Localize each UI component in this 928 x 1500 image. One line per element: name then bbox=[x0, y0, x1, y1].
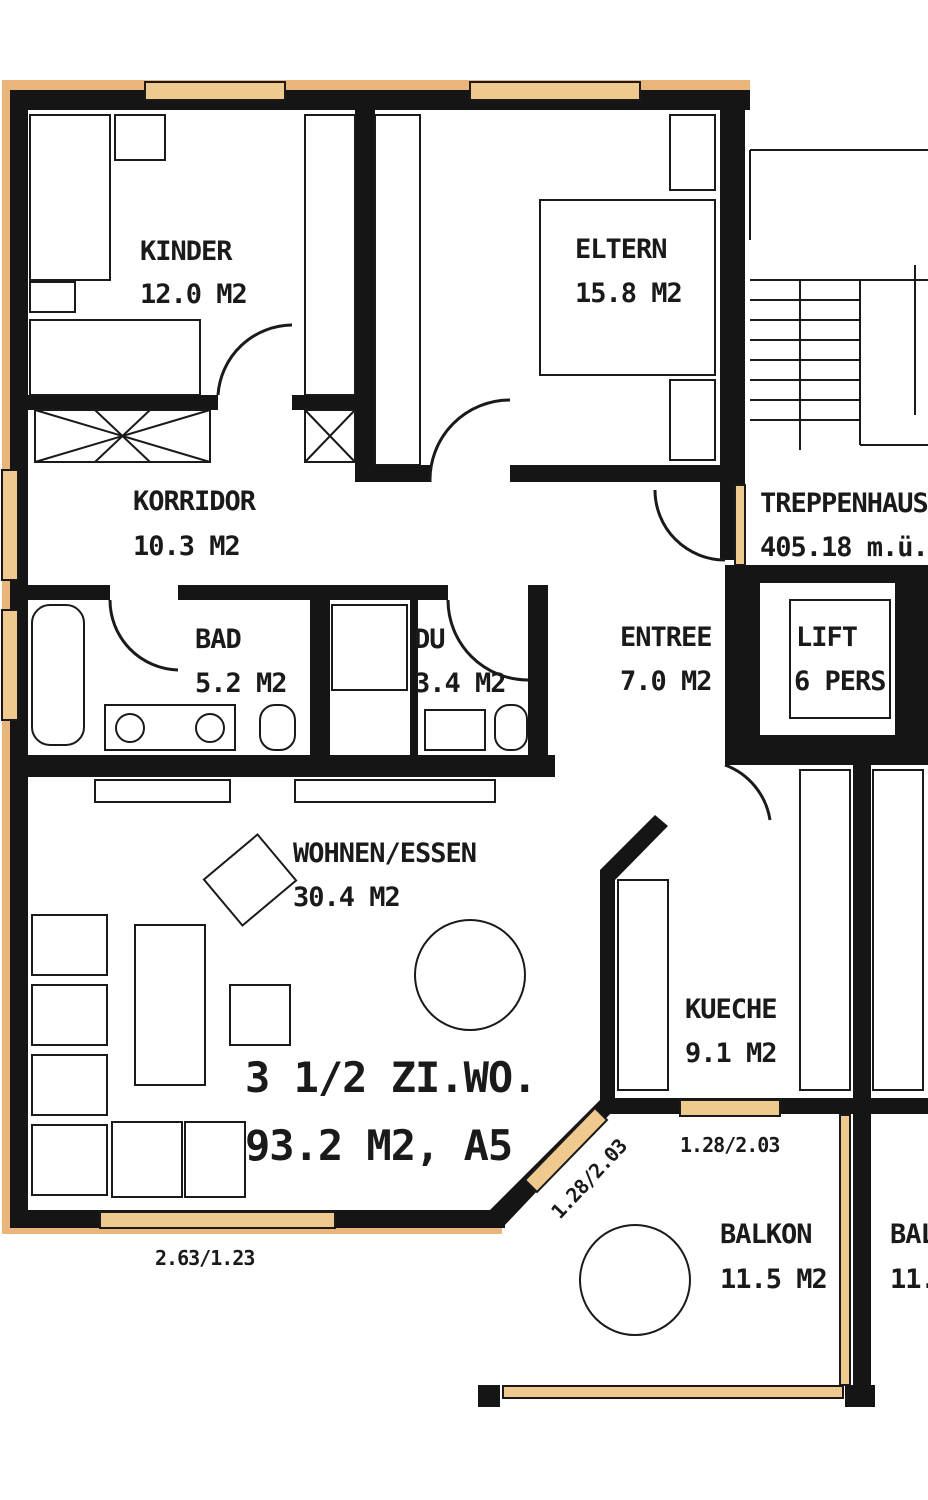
room-area: 3.4 M2 bbox=[414, 668, 506, 699]
room-korridor: KORRIDOR 10.3 M2 bbox=[133, 486, 258, 562]
lift-label: LIFT bbox=[796, 622, 858, 653]
lift: LIFT 6 PERS bbox=[794, 622, 887, 697]
room-name: BALKON bbox=[720, 1219, 812, 1250]
windows bbox=[1, 81, 851, 1399]
room-kinder: KINDER 12.0 M2 bbox=[140, 236, 248, 310]
window-dimension-living: 2.63/1.23 bbox=[155, 1246, 254, 1270]
room-du: DU 3.4 M2 bbox=[414, 624, 507, 699]
room-bad: BAD 5.2 M2 bbox=[195, 624, 288, 699]
apartment-summary: 3 1/2 ZI.WO. 93.2 M2, A5 bbox=[245, 1053, 537, 1170]
room-name: TREPPENHAUS bbox=[760, 488, 928, 519]
room-area: 7.0 M2 bbox=[620, 666, 712, 697]
room-name: ELTERN bbox=[575, 234, 667, 265]
room-area: 5.2 M2 bbox=[195, 668, 287, 699]
room-name: KINDER bbox=[140, 236, 233, 267]
window-dimension-kitchen: 1.28/2.03 bbox=[680, 1133, 779, 1157]
room-area: 10.3 M2 bbox=[133, 531, 240, 562]
room-wohnen-essen: WOHNEN/ESSEN 30.4 M2 bbox=[293, 838, 477, 913]
walls bbox=[10, 90, 928, 1407]
room-name: KORRIDOR bbox=[133, 486, 257, 517]
room-treppenhaus: TREPPENHAUS 405.18 m.ü. bbox=[760, 488, 928, 563]
room-area: 9.1 M2 bbox=[685, 1038, 777, 1069]
room-name: KUECHE bbox=[685, 994, 777, 1025]
room-kueche: KUECHE 9.1 M2 bbox=[685, 994, 778, 1069]
apartment-area: 93.2 M2, A5 bbox=[245, 1121, 512, 1170]
room-area: 15.8 M2 bbox=[575, 278, 682, 309]
room-entree: ENTREE 7.0 M2 bbox=[620, 622, 713, 697]
room-name: BAL bbox=[890, 1219, 928, 1250]
room-eltern: ELTERN 15.8 M2 bbox=[575, 234, 683, 309]
fixtures bbox=[29, 114, 928, 1336]
room-area: 11. bbox=[890, 1264, 928, 1295]
room-elevation: 405.18 m.ü. bbox=[760, 532, 928, 563]
room-name: WOHNEN/ESSEN bbox=[293, 838, 476, 869]
room-name: DU bbox=[414, 624, 445, 655]
room-balkon: BALKON 11.5 M2 bbox=[720, 1219, 828, 1295]
lift-capacity: 6 PERS bbox=[794, 666, 886, 697]
room-name: ENTREE bbox=[620, 622, 712, 653]
room-balkon-neighbor: BAL 11. bbox=[890, 1219, 928, 1295]
room-area: 12.0 M2 bbox=[140, 279, 247, 310]
apartment-type: 3 1/2 ZI.WO. bbox=[245, 1053, 536, 1102]
room-area: 11.5 M2 bbox=[720, 1264, 827, 1295]
room-area: 30.4 M2 bbox=[293, 882, 400, 913]
room-name: BAD bbox=[195, 624, 242, 655]
